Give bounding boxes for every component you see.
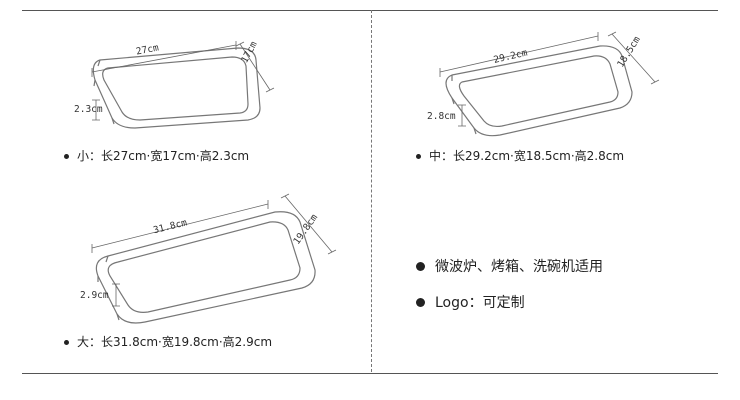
small-height-label: 2.3cm	[74, 104, 103, 115]
vertical-divider	[371, 10, 372, 372]
large-height-label: 2.9cm	[80, 290, 109, 301]
bullet-icon	[64, 154, 69, 159]
large-length-label: 31.8cm	[152, 217, 188, 236]
content-frame	[22, 10, 718, 374]
bullet-dot-icon	[416, 261, 425, 271]
large-spec: 大：长31.8cm·宽19.8cm·高2.9cm	[64, 333, 272, 350]
bullet-icon	[416, 154, 421, 159]
small-length-label: 27cm	[135, 42, 160, 57]
feature-appliance-safe: 微波炉、烤箱、洗碗机适用	[416, 256, 603, 276]
bullet-icon	[64, 340, 69, 345]
bullet-dot-icon	[416, 297, 425, 307]
small-tray-drawing	[91, 41, 275, 129]
medium-height-label: 2.8cm	[427, 111, 456, 122]
medium-spec: 中：长29.2cm·宽18.5cm·高2.8cm	[416, 147, 624, 164]
large-tray-drawing	[91, 193, 337, 324]
small-spec: 小：长27cm·宽17cm·高2.3cm	[64, 147, 249, 164]
medium-tray-drawing	[439, 31, 660, 137]
feature-logo-custom: Logo：可定制	[416, 292, 525, 312]
